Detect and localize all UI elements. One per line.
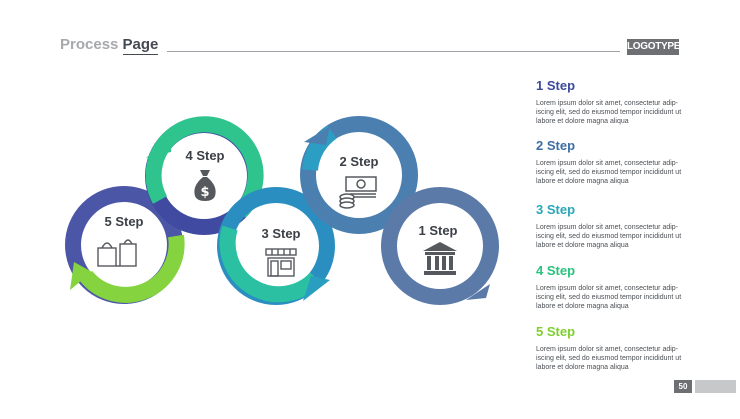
step-title-5: 5 Step: [536, 324, 576, 339]
step-item-5: 5 Step Lorem ipsum dolor sit amet, conse…: [536, 324, 696, 372]
step-desc-1: Lorem ipsum dolor sit amet, consectetur …: [536, 100, 682, 125]
step-desc-2: Lorem ipsum dolor sit amet, consectetur …: [536, 160, 682, 185]
bank-icon: [423, 242, 457, 275]
step-item-4: 4 Step Lorem ipsum dolor sit amet, conse…: [536, 263, 696, 311]
circle-label-step2: 2 Step: [339, 154, 378, 169]
step1-ring: [381, 187, 499, 305]
step4-arrow: [146, 136, 172, 158]
step2-arc: [302, 125, 337, 172]
step5-arc: [79, 234, 185, 303]
step1-arrow: [466, 284, 490, 300]
step-desc-4: Lorem ipsum dolor sit amet, consectetur …: [536, 285, 682, 310]
money-bag-icon: $: [194, 170, 216, 201]
step-desc-3: Lorem ipsum dolor sit amet, consectetur …: [536, 224, 682, 249]
svg-text:$: $: [200, 185, 209, 200]
circle-label-step1: 1 Step: [418, 223, 457, 238]
step4-arc: [145, 116, 264, 218]
step-title-4: 4 Step: [536, 263, 576, 278]
step3-arrow: [303, 276, 330, 301]
step2-ring: [300, 116, 418, 234]
page-title-dark: Page: [122, 36, 159, 55]
step-desc-5: Lorem ipsum dolor sit amet, consectetur …: [536, 346, 682, 371]
money-stack-icon: [339, 176, 377, 209]
header-divider: [167, 51, 620, 52]
step-item-3: 3 Step Lorem ipsum dolor sit amet, conse…: [536, 202, 696, 250]
step-item-2: 2 Step Lorem ipsum dolor sit amet, conse…: [536, 138, 696, 186]
store-icon: [265, 248, 297, 277]
logo: LOGOTYPE: [627, 39, 680, 55]
footer-bar: [695, 380, 736, 393]
step5-arrow: [70, 262, 92, 290]
step-title-2: 2 Step: [536, 138, 576, 153]
shopping-bags-icon: [97, 239, 137, 267]
page-title-light: Process: [60, 36, 119, 53]
step3-arc: [219, 225, 322, 303]
step-item-1: 1 Step Lorem ipsum dolor sit amet, conse…: [536, 78, 696, 126]
circle-label-step5: 5 Step: [104, 214, 143, 229]
process-cycle-diagram: 1 Step 2 Step 3 Step 4 Step 5 Step: [65, 116, 499, 305]
page-number: 50: [674, 380, 692, 393]
step2-arrow: [304, 126, 330, 145]
step-title-3: 3 Step: [536, 202, 576, 217]
circle-label-step3: 3 Step: [261, 226, 300, 241]
circle-label-step4: 4 Step: [185, 148, 224, 163]
step-title-1: 1 Step: [536, 78, 576, 93]
page-title: Process Page: [60, 36, 159, 55]
